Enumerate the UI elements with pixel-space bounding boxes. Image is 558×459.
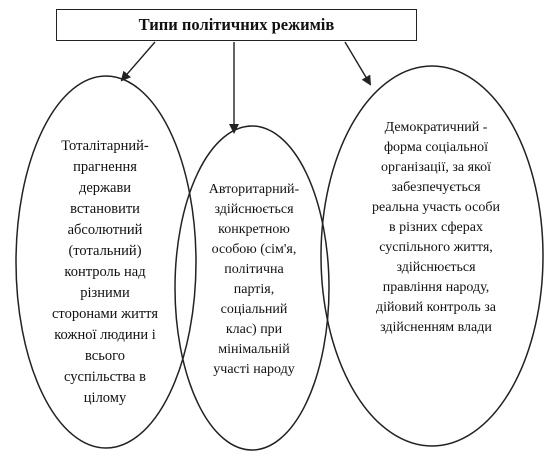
diagram-title: Типи політичних режимів	[138, 15, 335, 34]
arrow-to-left	[120, 41, 156, 82]
node-totalitarian-text: Тоталітарний- прагнення держави встанови…	[51, 138, 159, 406]
node-authoritarian-text: Авторитарний- здійснюється конкретною ос…	[208, 182, 300, 377]
ellipse-left	[15, 75, 197, 449]
node-democratic-text: Демократичний - форма соціальної організ…	[372, 120, 500, 335]
arrow-to-right	[344, 41, 372, 86]
ellipse-middle	[174, 125, 330, 451]
ellipse-right	[320, 65, 544, 447]
title-box: Типи політичних режимів	[56, 9, 417, 41]
